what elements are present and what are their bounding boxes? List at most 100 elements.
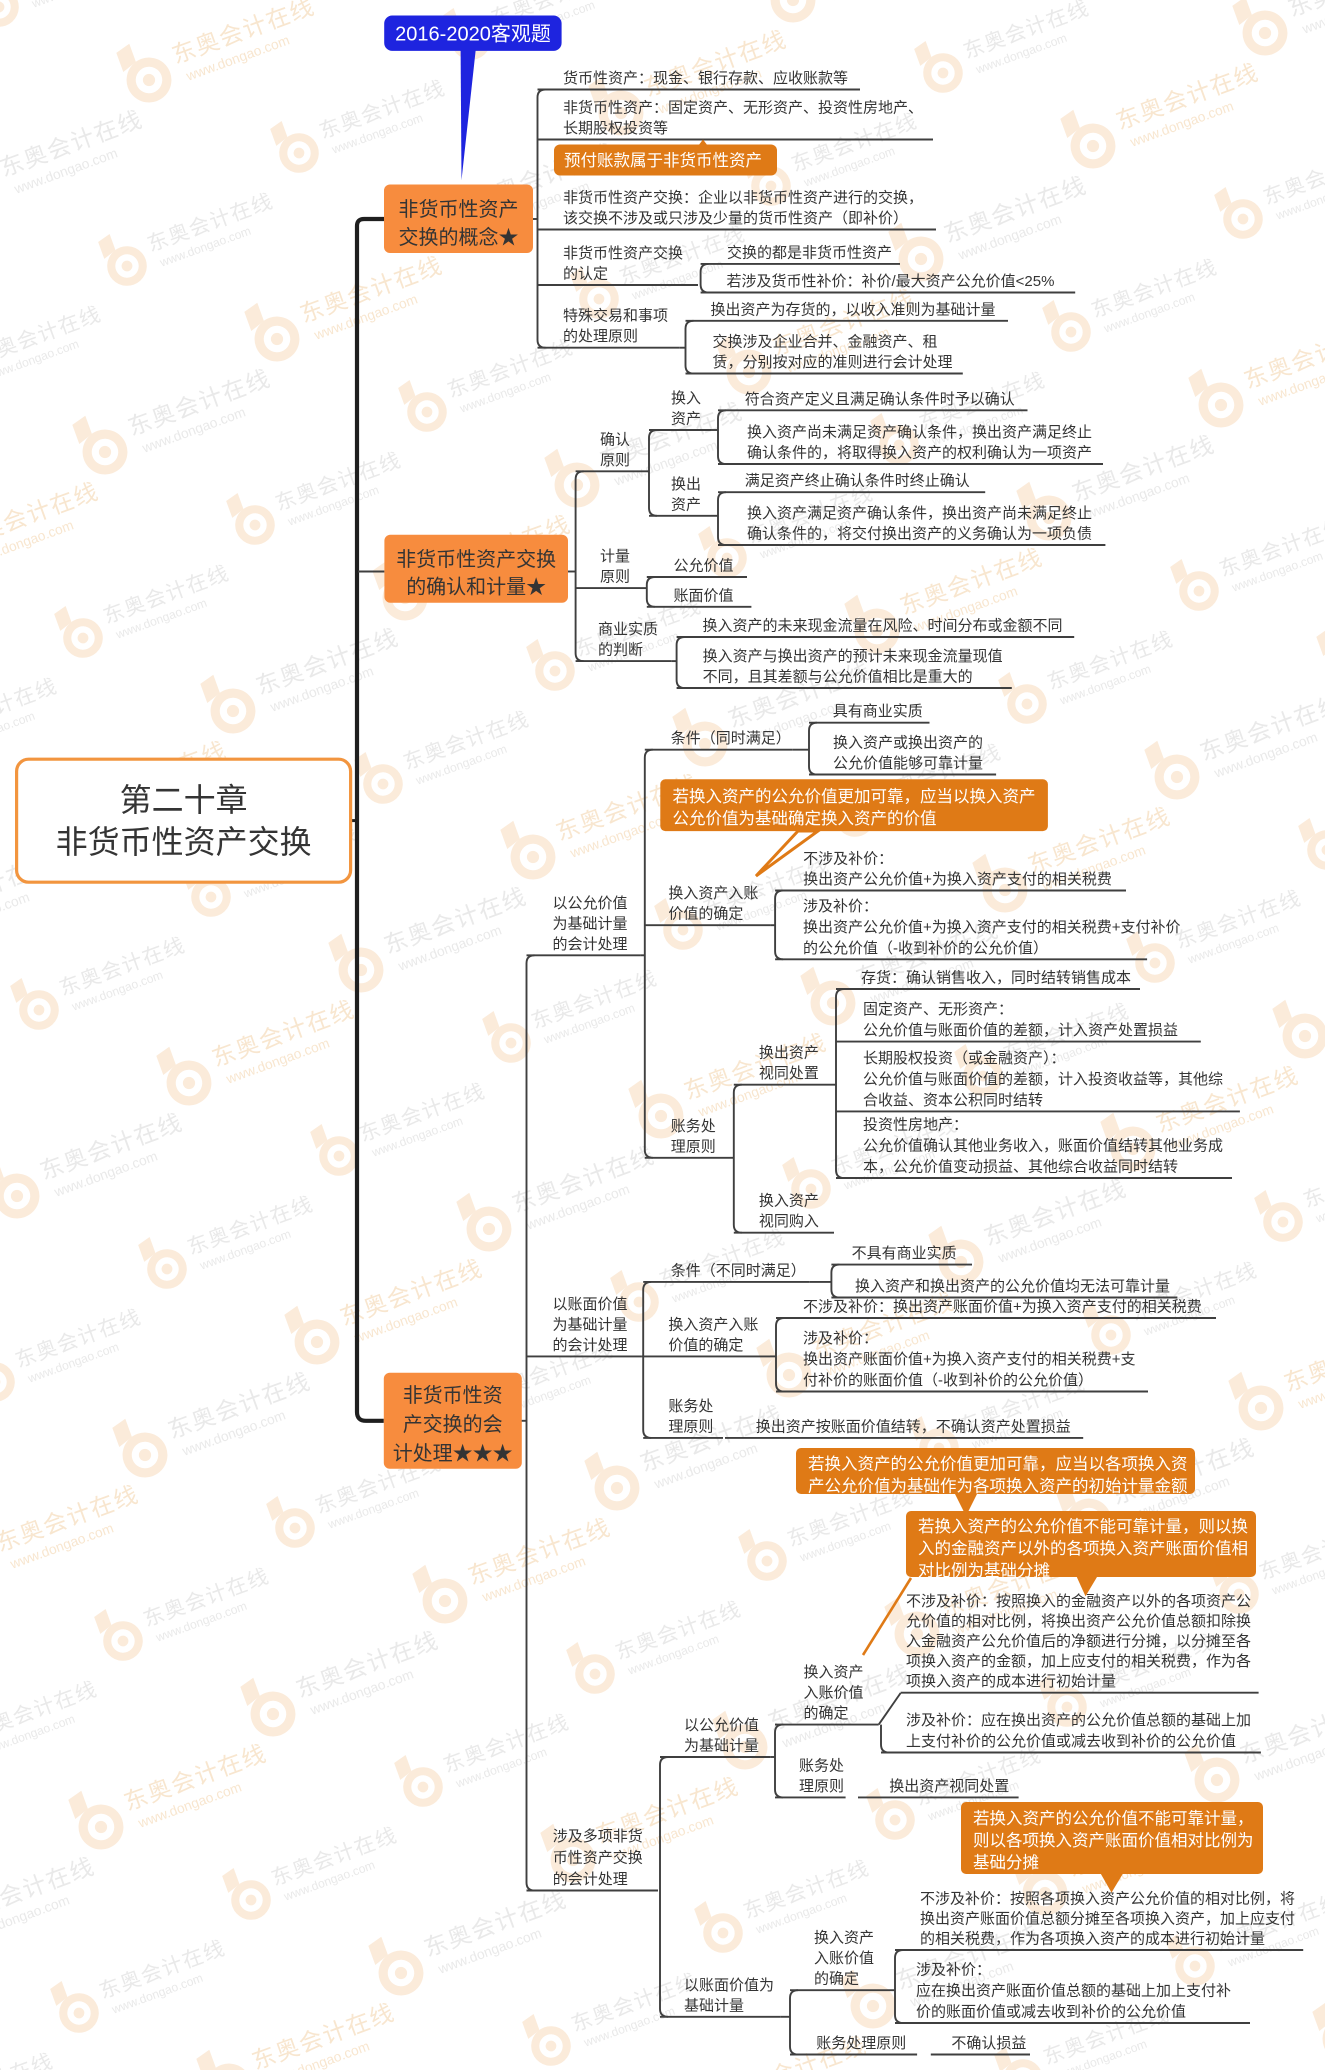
svg-text:的会计处理: 的会计处理 — [553, 1337, 628, 1354]
svg-text:换入资产: 换入资产 — [759, 1193, 819, 1210]
svg-text:固定资产、无形资产：: 固定资产、无形资产： — [863, 1001, 1013, 1018]
svg-text:公允价值与账面价值的差额，计入资产处置损益: 公允价值与账面价值的差额，计入资产处置损益 — [863, 1022, 1178, 1039]
svg-text:资产: 资产 — [671, 411, 701, 428]
svg-text:对比例为基础分摊: 对比例为基础分摊 — [918, 1561, 1050, 1580]
svg-text:换出: 换出 — [671, 476, 701, 493]
svg-text:投资性房地产：: 投资性房地产： — [863, 1117, 968, 1134]
svg-text:产交换的会: 产交换的会 — [403, 1413, 503, 1436]
svg-text:视同处置: 视同处置 — [759, 1065, 819, 1082]
svg-text:交换的都是非货币性资产: 交换的都是非货币性资产 — [727, 243, 892, 261]
svg-text:币性资产交换: 币性资产交换 — [553, 1849, 643, 1867]
svg-text:项换入资产的金额，加上应支付的相关税费，作为各: 项换入资产的金额，加上应支付的相关税费，作为各 — [906, 1652, 1251, 1670]
svg-text:账务处: 账务处 — [671, 1118, 716, 1135]
svg-text:的处理原则: 的处理原则 — [563, 328, 638, 345]
svg-text:原则: 原则 — [600, 452, 630, 469]
svg-text:的确认和计量★: 的确认和计量★ — [406, 576, 546, 599]
svg-text:第二十章: 第二十章 — [120, 782, 248, 818]
svg-text:商业实质: 商业实质 — [598, 621, 658, 638]
svg-text:换入资产与换出资产的预计未来现金流量现值: 换入资产与换出资产的预计未来现金流量现值 — [703, 648, 1003, 665]
svg-text:换出资产公允价值+为换入资产支付的相关税费+支付补价: 换出资产公允价值+为换入资产支付的相关税费+支付补价 — [803, 919, 1181, 936]
svg-text:换出资产为存货的，以收入准则为基础计量: 换出资产为存货的，以收入准则为基础计量 — [711, 301, 996, 318]
svg-text:换入资产入账: 换入资产入账 — [668, 1316, 758, 1333]
svg-text:换出资产账面价值总额分摊至各项换入资产，加上应支付: 换出资产账面价值总额分摊至各项换入资产，加上应支付 — [920, 1910, 1295, 1928]
svg-text:换入资产入账: 换入资产入账 — [668, 885, 758, 902]
svg-text:涉及补价：应在换出资产的公允价值总额的基础上加: 涉及补价：应在换出资产的公允价值总额的基础上加 — [906, 1711, 1251, 1729]
svg-text:入账价值: 入账价值 — [814, 1950, 874, 1967]
svg-text:长期股权投资（或金融资产）：: 长期股权投资（或金融资产）： — [863, 1050, 1066, 1067]
svg-text:若换入资产的公允价值不能可靠计量，: 若换入资产的公允价值不能可靠计量， — [973, 1809, 1254, 1828]
svg-text:换出资产账面价值+为换入资产支付的相关税费+支: 换出资产账面价值+为换入资产支付的相关税费+支 — [803, 1351, 1136, 1368]
svg-text:若换入资产的公允价值更加可靠，应当以换入资产: 若换入资产的公允价值更加可靠，应当以换入资产 — [673, 787, 1036, 806]
svg-text:付补价的账面价值（-收到补价的公允价值）: 付补价的账面价值（-收到补价的公允价值） — [803, 1372, 1093, 1389]
svg-text:则以各项换入资产账面价值相对比例为: 则以各项换入资产账面价值相对比例为 — [973, 1831, 1254, 1850]
svg-text:为基础计量: 为基础计量 — [553, 1316, 628, 1333]
svg-text:赁，分别按对应的准则进行会计处理: 赁，分别按对应的准则进行会计处理 — [713, 353, 953, 371]
svg-text:若换入资产的公允价值更加可靠，应当以各项换入资: 若换入资产的公允价值更加可靠，应当以各项换入资 — [808, 1455, 1188, 1474]
svg-text:非货币性资产交换: 非货币性资产交换 — [563, 244, 683, 262]
svg-text:满足资产终止确认条件时终止确认: 满足资产终止确认条件时终止确认 — [745, 473, 970, 490]
svg-text:以公允价值: 以公允价值 — [553, 895, 628, 912]
svg-text:价值的确定: 价值的确定 — [668, 1337, 743, 1354]
svg-text:的认定: 的认定 — [563, 266, 608, 283]
svg-text:理原则: 理原则 — [799, 1778, 844, 1795]
svg-text:以公允价值: 以公允价值 — [684, 1717, 759, 1734]
svg-text:涉及补价：: 涉及补价： — [803, 1330, 878, 1347]
svg-text:公允价值能够可靠计量: 公允价值能够可靠计量 — [833, 755, 983, 772]
svg-text:的相关税费，作为各项换入资产的成本进行初始计量: 的相关税费，作为各项换入资产的成本进行初始计量 — [920, 1931, 1265, 1948]
svg-text:理原则: 理原则 — [671, 1138, 716, 1155]
svg-text:账务处: 账务处 — [668, 1398, 713, 1415]
svg-text:换入资产: 换入资产 — [804, 1664, 864, 1681]
svg-text:换出资产: 换出资产 — [759, 1045, 819, 1062]
svg-text:基础计量: 基础计量 — [684, 1997, 744, 2014]
svg-text:长期股权投资等: 长期股权投资等 — [563, 119, 668, 137]
svg-text:价的账面价值或减去收到补价的公允价值: 价的账面价值或减去收到补价的公允价值 — [916, 2004, 1186, 2021]
svg-text:为基础计量: 为基础计量 — [553, 915, 628, 932]
svg-text:涉及补价：: 涉及补价： — [803, 898, 878, 915]
svg-text:确认: 确认 — [600, 431, 630, 448]
svg-text:换出资产视同处置: 换出资产视同处置 — [889, 1778, 1009, 1795]
svg-text:的确定: 的确定 — [804, 1705, 849, 1722]
svg-text:换入资产和换出资产的公允价值均无法可靠计量: 换入资产和换出资产的公允价值均无法可靠计量 — [855, 1278, 1170, 1295]
svg-text:换入资产尚未满足资产确认条件，换出资产满足终止: 换入资产尚未满足资产确认条件，换出资产满足终止 — [747, 424, 1092, 441]
svg-text:不确认损益: 不确认损益 — [951, 2035, 1026, 2052]
svg-text:入金融资产公允价值后的净额进行分摊，以分摊至各: 入金融资产公允价值后的净额进行分摊，以分摊至各 — [906, 1633, 1251, 1650]
svg-text:换入资产满足资产确认条件，换出资产尚未满足终止: 换入资产满足资产确认条件，换出资产尚未满足终止 — [747, 505, 1092, 522]
svg-text:该交换不涉及或只涉及少量的货币性资产（即补价）: 该交换不涉及或只涉及少量的货币性资产（即补价） — [563, 209, 908, 227]
svg-text:计量: 计量 — [600, 548, 630, 565]
svg-text:非货币性资产交换: 非货币性资产交换 — [56, 824, 312, 860]
svg-text:以账面价值为: 以账面价值为 — [684, 1977, 774, 1994]
svg-text:不同，且其差额与公允价值相比是重大的: 不同，且其差额与公允价值相比是重大的 — [703, 669, 973, 686]
svg-text:不涉及补价：按照各项换入资产公允价值的相对比例，将: 不涉及补价：按照各项换入资产公允价值的相对比例，将 — [920, 1891, 1295, 1908]
svg-text:本，公允价值变动损益、其他综合收益同时结转: 本，公允价值变动损益、其他综合收益同时结转 — [863, 1159, 1178, 1176]
svg-text:换入资产或换出资产的: 换入资产或换出资产的 — [833, 735, 983, 752]
svg-text:入的金融资产以外的各项换入资产账面价值相: 入的金融资产以外的各项换入资产账面价值相 — [918, 1539, 1248, 1558]
svg-text:存货：确认销售收入，同时结转销售成本: 存货：确认销售收入，同时结转销售成本 — [861, 970, 1131, 987]
svg-text:的判断: 的判断 — [598, 642, 643, 659]
svg-text:不涉及补价：按照换入的金融资产以外的各项资产公: 不涉及补价：按照换入的金融资产以外的各项资产公 — [906, 1593, 1251, 1610]
svg-text:涉及补价：: 涉及补价： — [916, 1962, 991, 1979]
svg-text:合收益、资本公积同时结转: 合收益、资本公积同时结转 — [863, 1092, 1043, 1109]
svg-text:上支付补价的公允价值或减去收到补价的公允价值: 上支付补价的公允价值或减去收到补价的公允价值 — [906, 1733, 1236, 1750]
svg-text:换入资产的未来现金流量在风险、时间分布或金额不同: 换入资产的未来现金流量在风险、时间分布或金额不同 — [703, 618, 1063, 635]
svg-text:公允价值确认其他业务收入，账面价值结转其他业务成: 公允价值确认其他业务收入，账面价值结转其他业务成 — [863, 1138, 1223, 1155]
svg-text:换出资产公允价值+为换入资产支付的相关税费: 换出资产公允价值+为换入资产支付的相关税费 — [803, 871, 1112, 888]
svg-text:换出资产按账面价值结转，不确认资产处置损益: 换出资产按账面价值结转，不确认资产处置损益 — [756, 1418, 1071, 1435]
svg-text:理原则: 理原则 — [668, 1418, 713, 1435]
svg-text:价值的确定: 价值的确定 — [668, 906, 743, 923]
svg-text:的公允价值（-收到补价的公允价值）: 的公允价值（-收到补价的公允价值） — [803, 940, 1048, 957]
svg-text:确认条件的，将交付换出资产的义务确认为一项负债: 确认条件的，将交付换出资产的义务确认为一项负债 — [747, 525, 1092, 543]
svg-text:非货币性资产: 非货币性资产 — [399, 198, 519, 221]
svg-text:若涉及货币性补价：补价/最大资产公允价值<25%: 若涉及货币性补价：补价/最大资产公允价值<25% — [727, 273, 1055, 290]
svg-text:原则: 原则 — [600, 569, 630, 586]
svg-text:涉及多项非货: 涉及多项非货 — [553, 1828, 643, 1845]
svg-text:入账价值: 入账价值 — [804, 1685, 864, 1702]
svg-text:公允价值为基础确定换入资产的价值: 公允价值为基础确定换入资产的价值 — [673, 809, 937, 828]
svg-text:条件（不同时满足）: 条件（不同时满足） — [671, 1262, 806, 1279]
svg-text:不涉及补价：: 不涉及补价： — [803, 851, 893, 868]
svg-text:允价值的相对比例，将换出资产公允价值总额扣除换: 允价值的相对比例，将换出资产公允价值总额扣除换 — [906, 1613, 1251, 1630]
svg-text:的会计处理: 的会计处理 — [553, 936, 628, 953]
svg-text:账务处理原则: 账务处理原则 — [816, 2035, 906, 2052]
svg-text:产公允价值为基础作为各项换入资产的初始计量金额: 产公允价值为基础作为各项换入资产的初始计量金额 — [808, 1477, 1188, 1496]
svg-text:计处理★★★: 计处理★★★ — [393, 1442, 513, 1465]
svg-text:账务处: 账务处 — [799, 1757, 844, 1774]
